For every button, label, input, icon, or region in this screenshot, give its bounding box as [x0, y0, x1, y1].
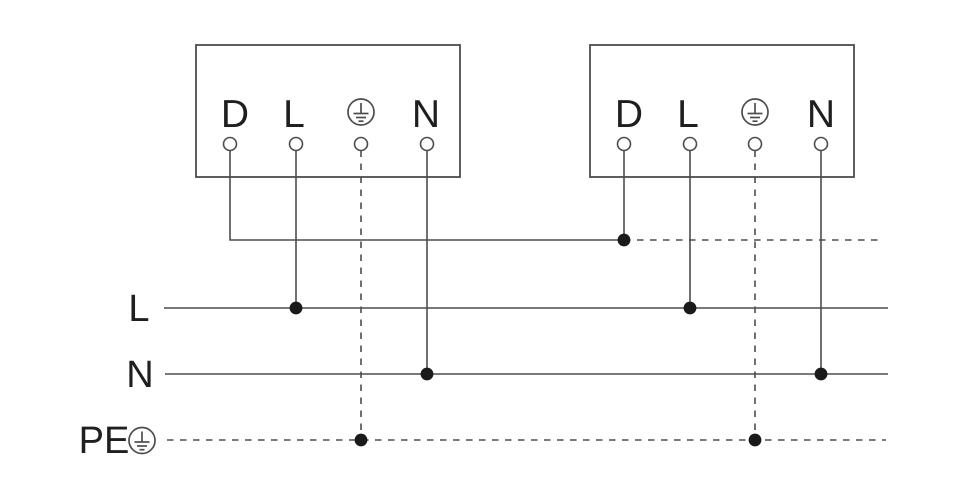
terminal-pe-device-2 [747, 136, 763, 152]
junction-dot-d-link [617, 233, 631, 247]
terminal-label-l-device-2: L [677, 93, 699, 136]
terminal-label-d-device-2: D [615, 93, 643, 136]
pe-earth-icon-device-1 [347, 98, 375, 126]
junction-dot-l-device-1 [289, 301, 303, 315]
terminal-label-d-device-1: D [221, 93, 249, 136]
terminal-label-n-device-2: N [807, 93, 835, 136]
junction-dot-pe-device-2 [748, 433, 762, 447]
wire-d-device-1 [229, 150, 624, 241]
pe-earth-icon-device-2 [741, 98, 769, 126]
terminal-label-n-device-1: N [412, 93, 440, 136]
terminal-label-l-device-1: L [283, 93, 305, 136]
bus-label-pe: PE [79, 420, 130, 462]
bus-label-n: N [126, 354, 153, 396]
bus-label-l: L [128, 288, 149, 330]
device-2-outline [589, 44, 855, 178]
terminal-n-device-1 [419, 136, 435, 152]
junction-dot-n-device-1 [420, 367, 434, 381]
device-1-outline [195, 44, 461, 178]
junction-dot-n-device-2 [814, 367, 828, 381]
terminal-n-device-2 [813, 136, 829, 152]
terminal-pe-device-1 [353, 136, 369, 152]
terminal-l-device-2 [682, 136, 698, 152]
junction-dot-pe-device-1 [354, 433, 368, 447]
terminal-d-device-2 [616, 136, 632, 152]
pe-earth-icon-bus [128, 426, 156, 455]
terminal-d-device-1 [222, 136, 238, 152]
junction-dot-l-device-2 [683, 301, 697, 315]
terminal-l-device-1 [288, 136, 304, 152]
